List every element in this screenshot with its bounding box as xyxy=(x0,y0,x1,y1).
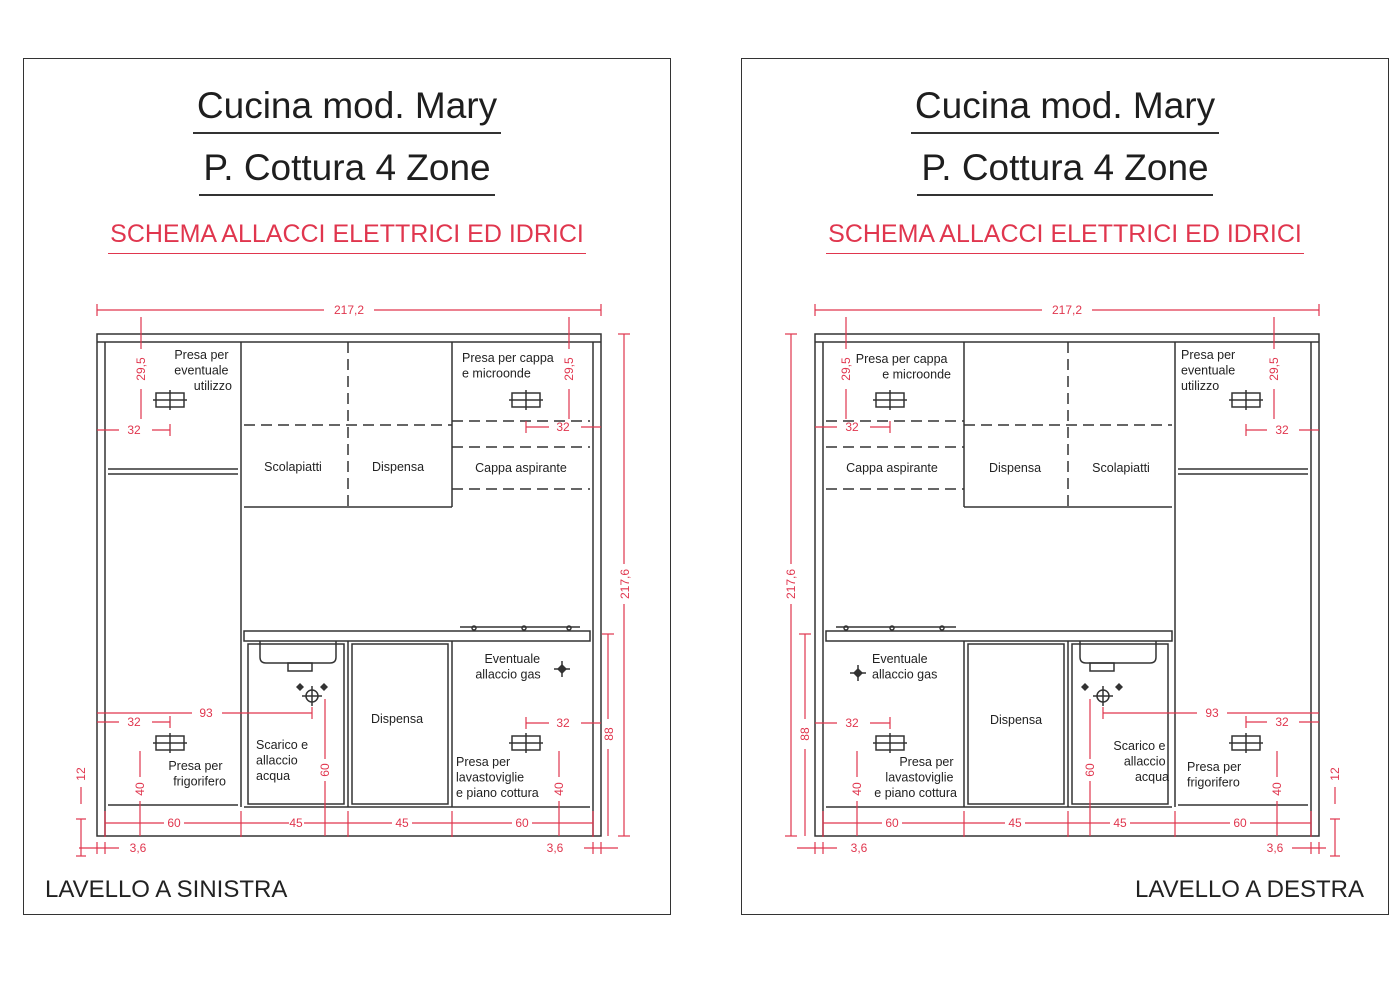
dim-width-total: 217,2 xyxy=(334,303,364,317)
kitchen-outline xyxy=(814,333,1320,837)
plug-icon xyxy=(509,390,543,410)
dim-width-total: 217,2 xyxy=(1052,303,1082,317)
water-connection-icon xyxy=(296,683,328,706)
dim-32: 32 xyxy=(1275,715,1289,729)
plug-icon xyxy=(1229,733,1263,753)
dim-height-total: 217,6 xyxy=(784,569,798,599)
dim-3-6: 3,6 xyxy=(1267,841,1284,855)
label-gas: Eventuale allaccio gas xyxy=(475,652,543,682)
label-presa-eventuale: Presa per eventuale utilizzo xyxy=(174,348,232,393)
subtitle-connections: SCHEMA ALLACCI ELETTRICI ED IDRICI xyxy=(742,220,1388,254)
kitchen-plan-right: 217,2 217,6 88 29,5 29,5 32 32 32 32 93 … xyxy=(784,303,1342,857)
dim-29-5: 29,5 xyxy=(134,357,148,381)
kitchen-plan-left: 217,2 217,6 88 29,5 29,5 32 32 32 32 93 … xyxy=(74,303,632,857)
dim-3-6: 3,6 xyxy=(130,841,147,855)
sink xyxy=(1079,641,1157,664)
sheet-sink-right: Cucina mod. Mary P. Cottura 4 Zone SCHEM… xyxy=(741,58,1389,915)
footer-sink-position: LAVELLO A SINISTRA xyxy=(45,876,288,903)
label-dispensa-top: Dispensa xyxy=(372,460,424,474)
label-cappa: Cappa aspirante xyxy=(846,461,938,475)
dim-12: 12 xyxy=(1328,767,1342,781)
dim-height-total: 217,6 xyxy=(618,569,632,599)
dim-93: 93 xyxy=(1205,706,1219,720)
label-frigo: Presa per frigorifero xyxy=(168,759,226,789)
kitchen-outline xyxy=(96,333,602,837)
subtitle-connections: SCHEMA ALLACCI ELETTRICI ED IDRICI xyxy=(24,220,670,254)
dim-45: 45 xyxy=(395,816,409,830)
label-scolapiatti: Scolapiatti xyxy=(264,460,322,474)
label-gas: Eventuale allaccio gas xyxy=(872,652,937,682)
dim-29-5: 29,5 xyxy=(562,357,576,381)
dim-32: 32 xyxy=(127,715,141,729)
dim-3-6: 3,6 xyxy=(547,841,564,855)
dim-29-5: 29,5 xyxy=(1267,357,1281,381)
title-model: Cucina mod. Mary xyxy=(24,85,670,134)
sheet-sink-left: Cucina mod. Mary P. Cottura 4 Zone SCHEM… xyxy=(23,58,671,915)
dim-60: 60 xyxy=(1083,763,1097,777)
dim-45: 45 xyxy=(1008,816,1022,830)
plug-icon xyxy=(509,733,543,753)
dim-60: 60 xyxy=(515,816,529,830)
worktop xyxy=(243,630,591,642)
label-lavastoviglie: Presa per lavastoviglie e piano cottura xyxy=(874,755,957,800)
plug-icon xyxy=(153,733,187,753)
dimension-lines xyxy=(76,304,630,857)
label-scarico: Scarico e allaccio acqua xyxy=(256,738,312,783)
dim-32: 32 xyxy=(556,420,570,434)
plug-icon xyxy=(873,733,907,753)
label-cappa: Cappa aspirante xyxy=(475,461,567,475)
plug-icon xyxy=(873,390,907,410)
label-presa-eventuale: Presa per eventuale utilizzo xyxy=(1181,348,1239,393)
dim-3-6: 3,6 xyxy=(851,841,868,855)
worktop xyxy=(825,630,1173,642)
dim-60: 60 xyxy=(318,763,332,777)
label-dispensa-top: Dispensa xyxy=(989,461,1041,475)
plug-icon xyxy=(153,390,187,410)
dimension-lines xyxy=(785,304,1340,857)
dim-12: 12 xyxy=(74,767,88,781)
title-hob: P. Cottura 4 Zone xyxy=(24,147,670,196)
label-scarico: Scarico e allaccio acqua xyxy=(1113,739,1169,784)
dim-45: 45 xyxy=(289,816,303,830)
dim-32: 32 xyxy=(127,423,141,437)
dim-29-5: 29,5 xyxy=(839,357,853,381)
dim-88: 88 xyxy=(798,727,812,741)
dim-40: 40 xyxy=(1270,782,1284,796)
title-model: Cucina mod. Mary xyxy=(742,85,1388,134)
label-dispensa-bottom: Dispensa xyxy=(371,712,423,726)
dim-60: 60 xyxy=(1233,816,1247,830)
title-hob: P. Cottura 4 Zone xyxy=(742,147,1388,196)
water-connection-icon xyxy=(1081,683,1123,706)
dim-40: 40 xyxy=(552,782,566,796)
label-scolapiatti: Scolapiatti xyxy=(1092,461,1150,475)
label-presa-cappa: Presa per cappa e microonde xyxy=(856,352,951,382)
dim-32: 32 xyxy=(556,716,570,730)
label-presa-cappa: Presa per cappa e microonde xyxy=(462,351,557,381)
dim-45: 45 xyxy=(1113,816,1127,830)
dim-60: 60 xyxy=(885,816,899,830)
dim-93: 93 xyxy=(199,706,213,720)
dim-32: 32 xyxy=(1275,423,1289,437)
label-dispensa-bottom: Dispensa xyxy=(990,713,1042,727)
gas-connection-icon xyxy=(850,665,866,681)
dim-88: 88 xyxy=(602,727,616,741)
plug-icon xyxy=(1229,390,1263,410)
dim-32: 32 xyxy=(845,420,859,434)
dim-32: 32 xyxy=(845,716,859,730)
footer-sink-position: LAVELLO A DESTRA xyxy=(1135,876,1364,903)
gas-connection-icon xyxy=(554,661,570,677)
dim-60: 60 xyxy=(167,816,181,830)
label-lavastoviglie: Presa per lavastoviglie e piano cottura xyxy=(456,755,539,800)
dim-40: 40 xyxy=(850,782,864,796)
dim-40: 40 xyxy=(133,782,147,796)
label-frigo: Presa per frigorifero xyxy=(1187,760,1245,790)
